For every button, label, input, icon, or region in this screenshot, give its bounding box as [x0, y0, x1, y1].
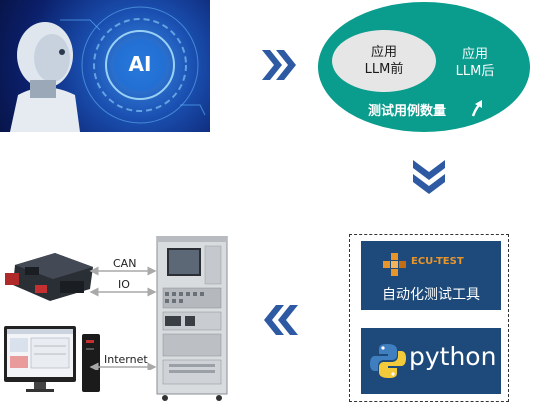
before-llm-line1: 应用	[370, 45, 397, 60]
test-case-caption: 测试用例数量	[368, 104, 447, 119]
right-chevron-icon	[262, 50, 296, 80]
ai-robot-image: AI	[0, 0, 210, 132]
ecu-test-caption: 自动化测试工具	[382, 287, 480, 303]
down-chevron-icon	[413, 160, 445, 194]
before-llm-line2: LLM前	[364, 62, 404, 77]
pc-monitor-device	[4, 326, 100, 392]
ecu-test-logo-icon	[383, 253, 406, 276]
internet-label: Internet	[104, 353, 148, 366]
python-logo-icon	[370, 344, 406, 378]
ecu-test-logo-text: ECU-TEST	[411, 256, 464, 267]
tools-box	[349, 234, 509, 402]
ecu-controller-device	[5, 253, 93, 301]
python-tile: python	[361, 328, 501, 394]
up-arrow-icon	[471, 100, 482, 117]
ai-robot-illustration	[10, 6, 206, 132]
python-label: python	[409, 342, 497, 371]
io-label: IO	[118, 278, 130, 291]
connection-arrows	[89, 266, 157, 370]
after-llm-label: 应用 LLM后	[437, 46, 513, 80]
before-llm-bubble	[332, 30, 436, 92]
ecu-test-tile: ECU-TEST 自动化测试工具	[361, 241, 501, 310]
after-llm-line1: 应用	[461, 47, 488, 62]
left-chevron-icon	[264, 305, 298, 335]
after-llm-line2: LLM后	[455, 64, 495, 79]
ai-badge-text: AI	[128, 52, 152, 76]
before-llm-label: 应用 LLM前	[332, 44, 436, 78]
can-label: CAN	[113, 257, 137, 270]
test-rack-cabinet	[156, 236, 228, 401]
